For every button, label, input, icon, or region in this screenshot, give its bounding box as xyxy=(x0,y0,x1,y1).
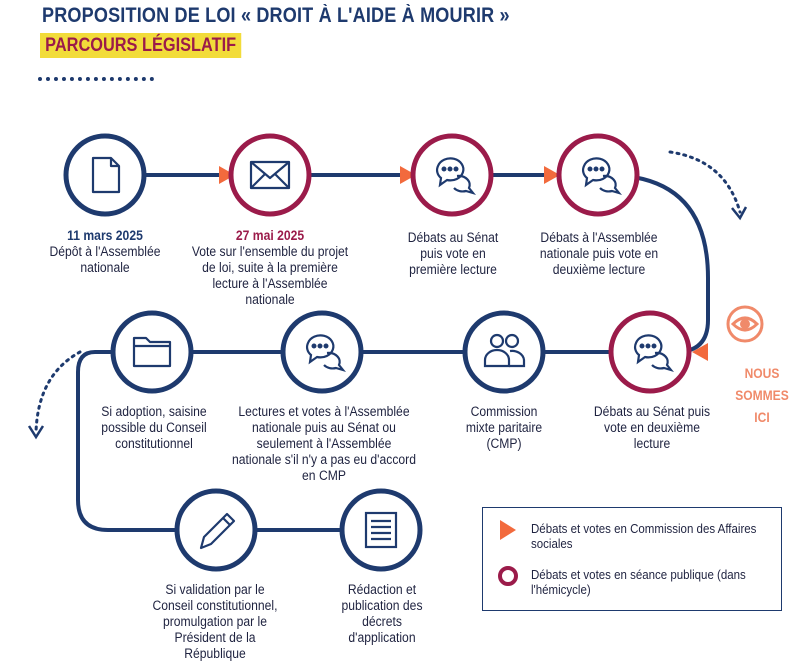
commission-arrow xyxy=(692,343,708,361)
envelope-icon xyxy=(249,160,291,190)
process-flow xyxy=(27,133,764,586)
step-circle-7 xyxy=(280,310,364,394)
step-text-2: Vote sur l'ensemble du projet de loi, su… xyxy=(191,244,349,307)
step-date-2: 27 mai 2025 xyxy=(235,228,305,243)
step-text-9: Si validation par le Conseil constitutio… xyxy=(152,582,278,661)
step-text-4: Débats à l'Assemblée nationale puis vote… xyxy=(539,230,659,277)
step-text-1: Dépôt à l'Assemblée nationale xyxy=(49,244,161,275)
page-title: PROPOSITION DE LOI « DROIT À L'AIDE À MO… xyxy=(42,4,510,27)
dotted-arrow-right xyxy=(668,150,742,214)
commission-arrow xyxy=(400,166,416,184)
pen-icon xyxy=(199,512,236,550)
marker-line-1: NOUS xyxy=(744,365,780,381)
step-label-8: Si adoption, saisine possible du Conseil… xyxy=(95,404,214,452)
step-label-10: Rédaction et publication des décrets d'a… xyxy=(328,582,436,646)
step-circle-2 xyxy=(228,133,312,217)
legend-circle-icon xyxy=(498,566,518,586)
step-label-5: Débats au Sénat puis vote en deuxième le… xyxy=(593,404,712,452)
step-label-6: Commission mixte paritaire (CMP) xyxy=(457,404,551,452)
step-circle-10 xyxy=(339,488,423,572)
step-text-5: Débats au Sénat puis vote en deuxième le… xyxy=(593,404,711,451)
step-text-7: Lectures et votes à l'Assemblée national… xyxy=(232,404,416,483)
step-circle-1 xyxy=(63,133,147,217)
eye-icon xyxy=(726,305,764,343)
legend-arrow-icon xyxy=(500,520,516,540)
text-document-icon xyxy=(364,511,398,549)
legend-commission: Débats et votes en Commission des Affair… xyxy=(531,522,757,551)
chat-icon xyxy=(305,334,347,373)
step-text-6: Commission mixte paritaire (CMP) xyxy=(465,404,543,451)
legend-seance: Débats et votes en séance publique (dans… xyxy=(531,568,746,597)
step-circle-6 xyxy=(462,310,546,394)
dotted-divider xyxy=(38,77,154,81)
dotted-arrow-right-head xyxy=(731,206,748,221)
page-subtitle: PARCOURS LÉGISLATIF xyxy=(40,33,242,58)
step-circle-4 xyxy=(556,133,640,217)
chat-icon xyxy=(633,334,675,373)
dotted-arrow-left-head xyxy=(27,425,45,440)
people-icon xyxy=(483,333,526,368)
document-icon xyxy=(91,156,121,194)
step-date-1: 11 mars 2025 xyxy=(67,228,143,243)
step-text-8: Si adoption, saisine possible du Conseil… xyxy=(101,404,207,451)
step-label-1: 11 mars 2025 Dépôt à l'Assemblée nationa… xyxy=(47,228,164,276)
current-position-marker: NOUS SOMMES ICI xyxy=(728,362,797,428)
chat-icon xyxy=(435,157,477,196)
step-circle-8 xyxy=(110,310,194,394)
step-label-9: Si validation par le Conseil constitutio… xyxy=(148,582,283,662)
folder-icon xyxy=(132,336,172,368)
step-text-10: Rédaction et publication des décrets d'a… xyxy=(341,582,423,645)
commission-arrow xyxy=(219,166,235,184)
step-label-3: Débats au Sénat puis vote en première le… xyxy=(398,230,508,278)
commission-arrow xyxy=(544,166,560,184)
step-circle-5 xyxy=(608,310,692,394)
step-circle-9 xyxy=(174,488,258,572)
step-label-7: Lectures et votes à l'Assemblée national… xyxy=(230,404,417,484)
legend: Débats et votes en Commission des Affair… xyxy=(482,507,782,611)
step-text-3: Débats au Sénat puis vote en première le… xyxy=(407,230,499,277)
marker-line-2: SOMMES ICI xyxy=(735,387,789,425)
step-circle-3 xyxy=(410,133,494,217)
step-label-2: 27 mai 2025 Vote sur l'ensemble du proje… xyxy=(187,228,353,308)
dotted-arrow-left xyxy=(34,350,82,434)
step-label-4: Débats à l'Assemblée nationale puis vote… xyxy=(537,230,661,278)
chat-icon xyxy=(581,157,623,196)
